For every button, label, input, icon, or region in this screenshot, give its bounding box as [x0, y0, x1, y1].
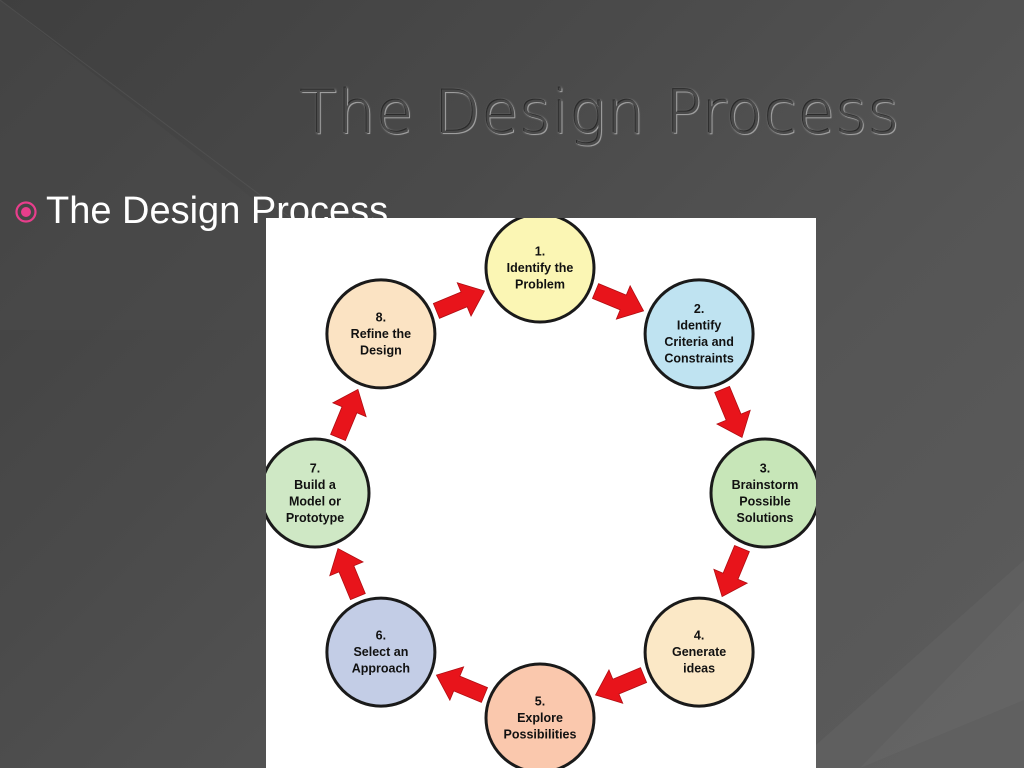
cycle-arrow-5 — [435, 666, 489, 703]
step-circle-2 — [643, 278, 755, 390]
step-circle-7 — [266, 437, 371, 549]
cycle-arrow-1 — [591, 283, 645, 320]
slide-title: The Design Process — [300, 78, 901, 148]
bullet-circle-icon — [15, 200, 37, 223]
step-circle-5 — [484, 662, 596, 768]
step-circle-6 — [325, 596, 437, 708]
cycle-arrow-3 — [713, 544, 750, 598]
step-circle-1 — [484, 218, 596, 324]
step-circle-3 — [709, 437, 816, 549]
cycle-arrow-7 — [330, 388, 367, 442]
cycle-arrow-8 — [432, 282, 486, 319]
step-circle-4 — [643, 596, 755, 708]
step-circle-8 — [325, 278, 437, 390]
cycle-arrow-4 — [594, 667, 648, 704]
cycle-arrow-6 — [329, 547, 366, 601]
cycle-arrow-2 — [714, 385, 751, 439]
